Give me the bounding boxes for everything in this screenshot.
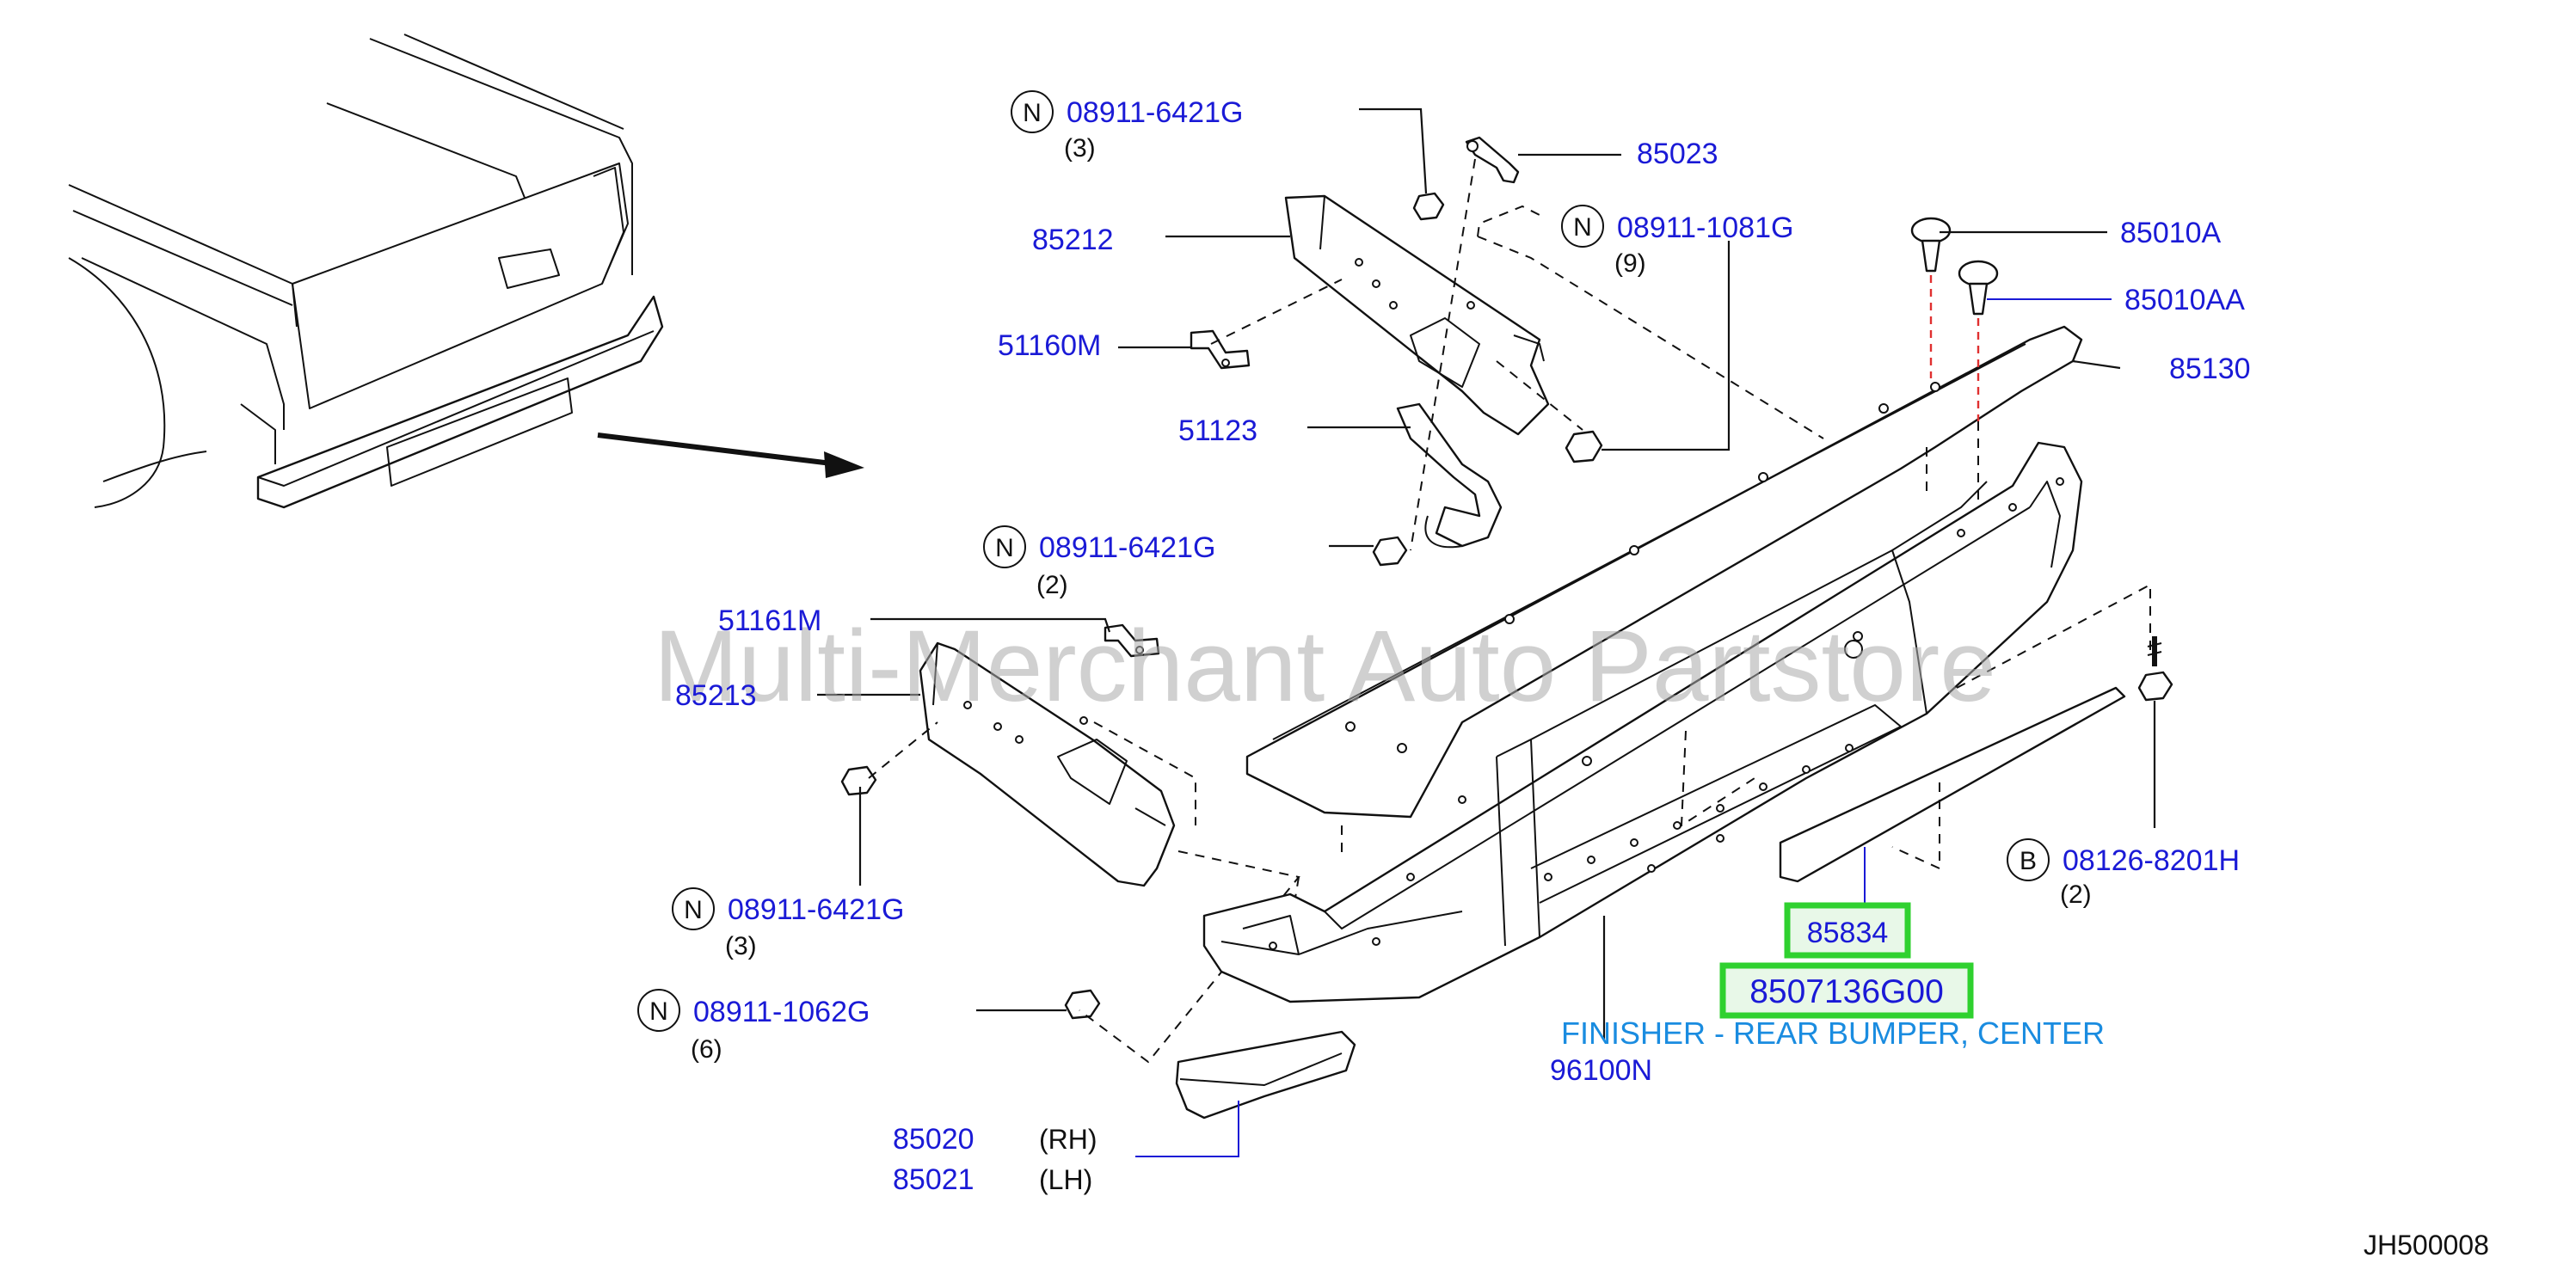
part-85212[interactable]: 85212 — [1032, 224, 1114, 256]
part-85010AA[interactable]: 85010AA — [2124, 284, 2245, 316]
part-description: FINISHER - REAR BUMPER, CENTER — [1561, 1015, 2105, 1051]
watermark: Multi-Merchant Auto Partstore — [654, 610, 1996, 723]
part-number[interactable]: 08911-1081G — [1617, 212, 1793, 244]
part-number[interactable]: 08911-6421G — [728, 893, 904, 926]
clip-51161M — [1104, 623, 1160, 658]
part-85213[interactable]: 85213 — [675, 679, 757, 712]
n-badge: N — [1573, 213, 1592, 242]
nut-08911-1081G — [1565, 430, 1603, 463]
bracket-85213 — [919, 641, 1176, 887]
reinforcement-85130 — [1245, 325, 2083, 819]
part-85020[interactable]: 85020 — [893, 1123, 974, 1156]
bracket-85212 — [1284, 194, 1550, 436]
label-08911-1062G[interactable]: N 08911-1062G (6) — [637, 989, 870, 1064]
bolt-08126-8201H — [2137, 636, 2173, 702]
label-08126-8201H[interactable]: B 08126-8201H (2) — [2007, 838, 2240, 909]
part-number[interactable]: 08911-6421G — [1039, 531, 1215, 564]
n-badge: N — [649, 997, 668, 1026]
hook-85023 — [1465, 136, 1520, 184]
clip-51160M — [1190, 329, 1251, 370]
side-rh: (RH) — [1039, 1124, 1097, 1155]
part-85130[interactable]: 85130 — [2169, 353, 2251, 385]
clip-85010A — [1910, 217, 1952, 273]
part-8507136G00[interactable]: 8507136G00 — [1749, 973, 1944, 1010]
part-85023[interactable]: 85023 — [1637, 138, 1718, 170]
b-badge: B — [2020, 847, 2037, 875]
clip-85010AA — [1958, 260, 1999, 316]
label-08911-6421G-low[interactable]: N 08911-6421G (3) — [672, 887, 904, 960]
label-85021[interactable]: 85021 (LH) — [893, 1163, 1092, 1196]
rear-bumper — [1202, 441, 2083, 1003]
quantity: (2) — [2060, 880, 2092, 909]
part-85021[interactable]: 85021 — [893, 1163, 974, 1196]
n-badge: N — [995, 534, 1014, 562]
quantity: (3) — [725, 932, 757, 960]
part-96100N[interactable]: 96100N — [1550, 1054, 1652, 1087]
bumper-end-85020 — [1175, 1030, 1356, 1120]
part-51161M[interactable]: 51161M — [718, 604, 821, 637]
label-85020[interactable]: 85020 (RH) — [893, 1123, 1097, 1156]
label-08911-6421G-top[interactable]: N 08911-6421G (3) — [1011, 90, 1243, 163]
quantity: (3) — [1064, 134, 1096, 163]
quantity: (6) — [691, 1035, 722, 1064]
quantity: (2) — [1036, 571, 1068, 599]
part-85834[interactable]: 85834 — [1807, 917, 1889, 949]
truck-rear-illustration — [68, 34, 664, 509]
label-08911-6421G-mid[interactable]: N 08911-6421G (2) — [983, 525, 1215, 599]
diagram-code: JH500008 — [2364, 1230, 2489, 1261]
label-08911-1081G[interactable]: N 08911-1081G (9) — [1561, 205, 1793, 278]
quantity: (9) — [1614, 249, 1646, 278]
nut-08911-1062G — [1064, 989, 1101, 1020]
part-number[interactable]: 08911-1062G — [693, 996, 870, 1028]
nut-low — [840, 765, 877, 796]
side-lh: (LH) — [1039, 1164, 1092, 1195]
nut-mid — [1372, 536, 1408, 567]
part-85010A[interactable]: 85010A — [2120, 217, 2222, 249]
view-arrow — [597, 432, 864, 478]
n-badge: N — [684, 896, 703, 924]
bracket-51123 — [1396, 402, 1503, 549]
part-51123[interactable]: 51123 — [1178, 414, 1257, 447]
part-51160M[interactable]: 51160M — [998, 329, 1101, 362]
nut-top — [1412, 192, 1445, 221]
n-badge: N — [1023, 99, 1042, 127]
part-number[interactable]: 08126-8201H — [2063, 844, 2240, 877]
finisher-85834 — [1779, 686, 2126, 883]
highlight-85834[interactable]: 85834 — [1784, 902, 1911, 959]
highlight-8507136G00[interactable]: 8507136G00 — [1719, 962, 1974, 1019]
part-number[interactable]: 08911-6421G — [1067, 96, 1243, 129]
